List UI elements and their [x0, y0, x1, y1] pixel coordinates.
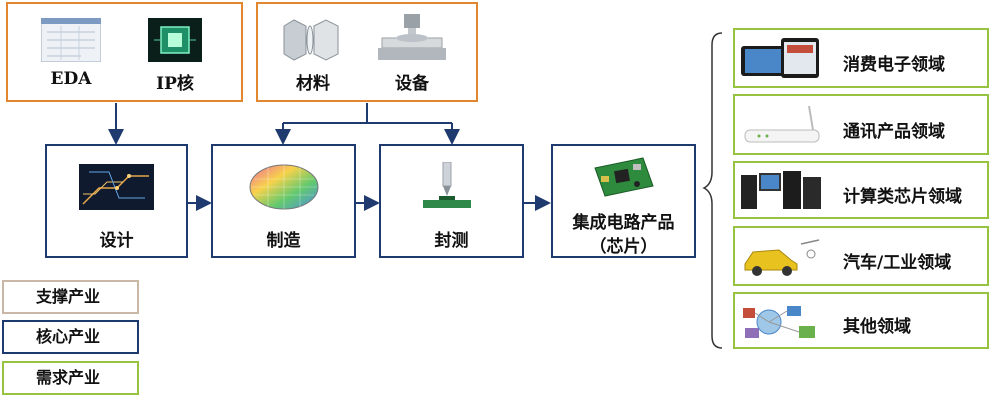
computing-chip-label: 计算类芯片领域	[843, 187, 962, 207]
core-box-ic-product: 集成电路产品 （芯片）	[551, 144, 696, 258]
equipment-label: 设备	[395, 74, 429, 94]
core-box-design: 设计	[45, 144, 188, 258]
communication-label: 通讯产品领域	[843, 122, 945, 142]
demand-box-other: 其他领域	[733, 292, 989, 349]
ip-core-label: IP核	[156, 74, 194, 94]
silicon-wafer-icon	[249, 164, 319, 210]
computer-servers-icon	[741, 171, 821, 209]
demand-box-communication: 通讯产品领域	[733, 94, 989, 155]
other-fields-label: 其他领域	[843, 317, 911, 337]
demand-box-automotive: 汽车/工业领域	[733, 226, 989, 286]
eda-label: EDA	[50, 69, 92, 89]
core-box-manufacture: 制造	[211, 144, 356, 258]
circuit-design-icon	[79, 164, 154, 210]
router-icon	[744, 105, 820, 143]
packaging-test-icon	[423, 162, 471, 208]
materials-label: 材料	[296, 74, 330, 94]
ic-product-label-line1: 集成电路产品	[572, 213, 675, 233]
demand-box-consumer: 消费电子领域	[733, 28, 989, 88]
automotive-industrial-label: 汽车/工业领域	[843, 253, 952, 273]
legend-demand: 需求产业	[2, 361, 139, 395]
demand-box-computing: 计算类芯片领域	[733, 161, 989, 219]
other-applications-icon	[743, 306, 815, 338]
manufacture-label: 制造	[266, 231, 301, 251]
legend-core: 核心产业	[2, 320, 139, 354]
demand-brace	[702, 32, 723, 349]
legend-support: 支撑产业	[2, 280, 139, 314]
support-box-eda-ip: EDA IP核	[6, 2, 243, 102]
ip-core-chip-icon	[148, 18, 202, 62]
consumer-electronics-label: 消费电子领域	[843, 55, 945, 75]
circuit-board-icon	[594, 157, 654, 197]
support-box-materials-equipment: 材料 设备	[256, 2, 478, 102]
design-label: 设计	[99, 231, 134, 251]
materials-icon	[283, 19, 339, 61]
package-test-label: 封测	[434, 231, 469, 251]
ic-product-label-line2: （芯片）	[589, 237, 658, 257]
equipment-icon	[378, 14, 446, 60]
tablet-devices-icon	[741, 38, 819, 78]
core-box-package-test: 封测	[379, 144, 524, 258]
automotive-industrial-icon	[744, 239, 820, 276]
eda-software-icon	[41, 18, 101, 62]
